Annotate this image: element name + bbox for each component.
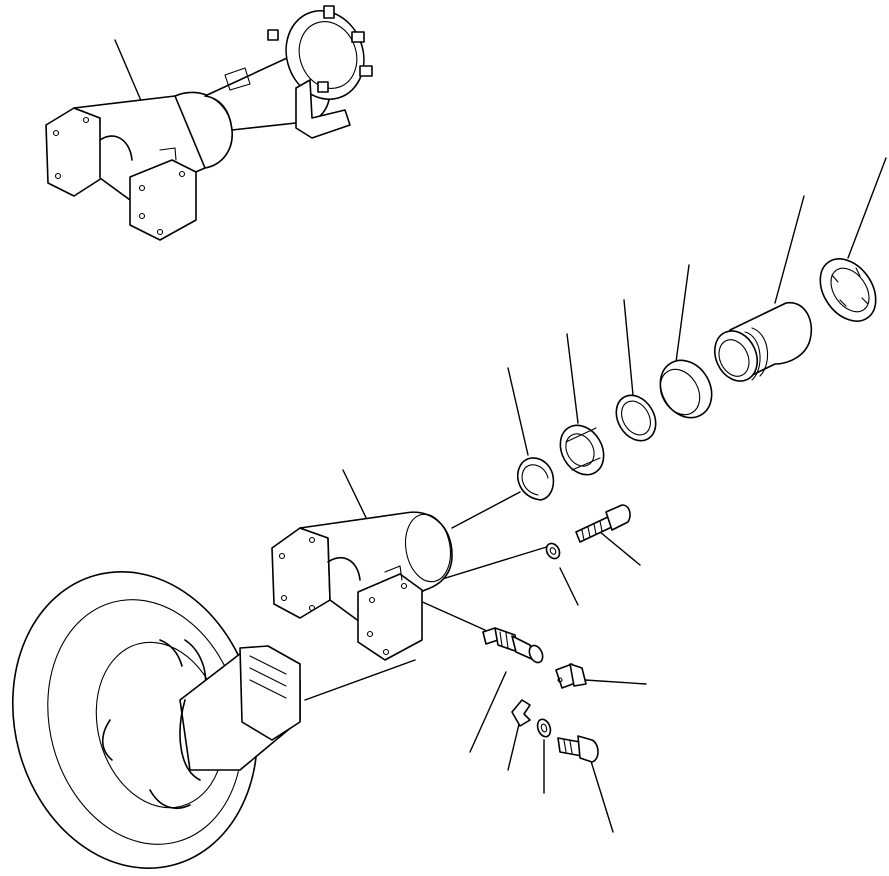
oil-seal xyxy=(819,258,877,322)
yoke-front-flange xyxy=(357,573,423,661)
leader-lines xyxy=(304,157,887,833)
washer xyxy=(545,542,561,560)
bolt xyxy=(575,504,631,543)
grease-fitting xyxy=(482,627,544,664)
backup-ring xyxy=(615,394,657,442)
housing-bolts xyxy=(267,5,373,93)
idler-wheel xyxy=(11,571,301,869)
yoke-back-flange xyxy=(271,527,331,619)
relief-bolt xyxy=(557,735,599,763)
assembled-leader-line xyxy=(114,39,146,111)
snap-ring xyxy=(516,457,555,501)
piston xyxy=(714,302,813,382)
plug xyxy=(555,663,587,689)
assembled-back-flange xyxy=(45,107,103,197)
lock-plate xyxy=(511,699,531,727)
assembled-bracket xyxy=(295,79,351,139)
assembled-front-flange xyxy=(129,159,197,241)
assembled-idler-cylinder xyxy=(45,5,373,241)
dust-seal xyxy=(559,424,605,476)
wear-ring xyxy=(659,359,713,419)
washer-small xyxy=(536,718,552,738)
idler-yoke xyxy=(271,511,453,661)
wheel-bearing-block xyxy=(239,645,301,741)
